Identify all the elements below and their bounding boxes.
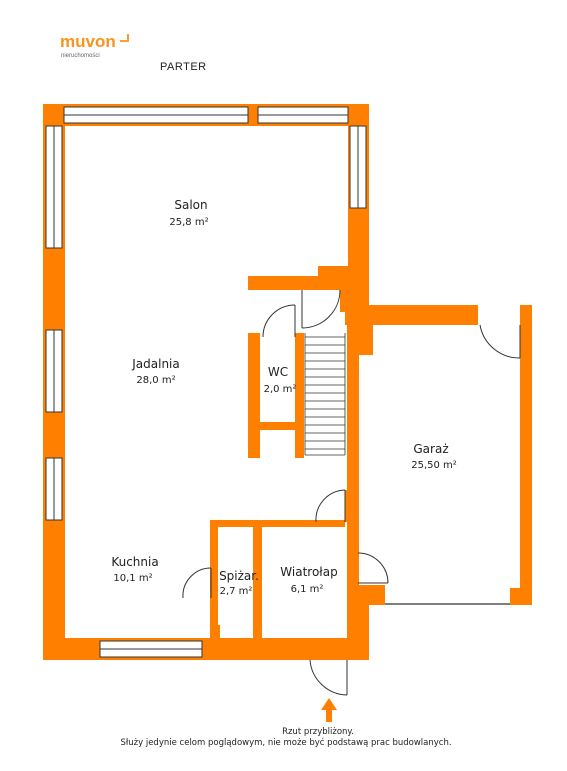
door-swing: [315, 489, 346, 523]
room-area: 2,0 m²: [264, 384, 297, 395]
room-area: 2,7 m²: [220, 586, 253, 597]
room-area: 25,50 m²: [411, 460, 457, 471]
door-swing: [182, 567, 212, 599]
stairs: [304, 333, 346, 456]
logo-mark-icon: [120, 34, 129, 42]
door-swing: [357, 552, 389, 584]
door-swing: [309, 659, 348, 696]
logo-brand: muvon: [60, 32, 116, 51]
room-area: 6,1 m²: [291, 584, 324, 595]
door-swing: [262, 304, 296, 338]
room-area: 28,0 m²: [136, 375, 175, 386]
footer-note-line1: Rzut przybliżony.: [282, 727, 354, 737]
logo-subtitle: nieruchomości: [61, 53, 100, 59]
windows: [45, 106, 367, 658]
room-area: 25,8 m²: [169, 217, 208, 228]
room-name: Jadalnia: [131, 357, 180, 371]
room-name: Spiżar.: [219, 569, 259, 583]
room-name: Salon: [174, 198, 207, 212]
door-swing: [479, 324, 521, 359]
room-name: Kuchnia: [111, 555, 158, 569]
doors: [182, 289, 521, 696]
room-name: WC: [268, 365, 288, 379]
floor-label: PARTER: [160, 61, 207, 73]
room-name: Garaż: [413, 442, 448, 456]
logo: muvon nieruchomości: [60, 32, 129, 59]
entrance-arrow-icon: [321, 698, 337, 722]
room-name: Wiatrołap: [280, 565, 337, 579]
door-swing: [301, 289, 341, 329]
room-area: 10,1 m²: [113, 573, 152, 584]
room-labels: Salon 25,8 m² Jadalnia 28,0 m² WC 2,0 m²…: [111, 198, 456, 597]
footer-note-line2: Służy jedynie celom poglądowym, nie może…: [120, 737, 451, 748]
